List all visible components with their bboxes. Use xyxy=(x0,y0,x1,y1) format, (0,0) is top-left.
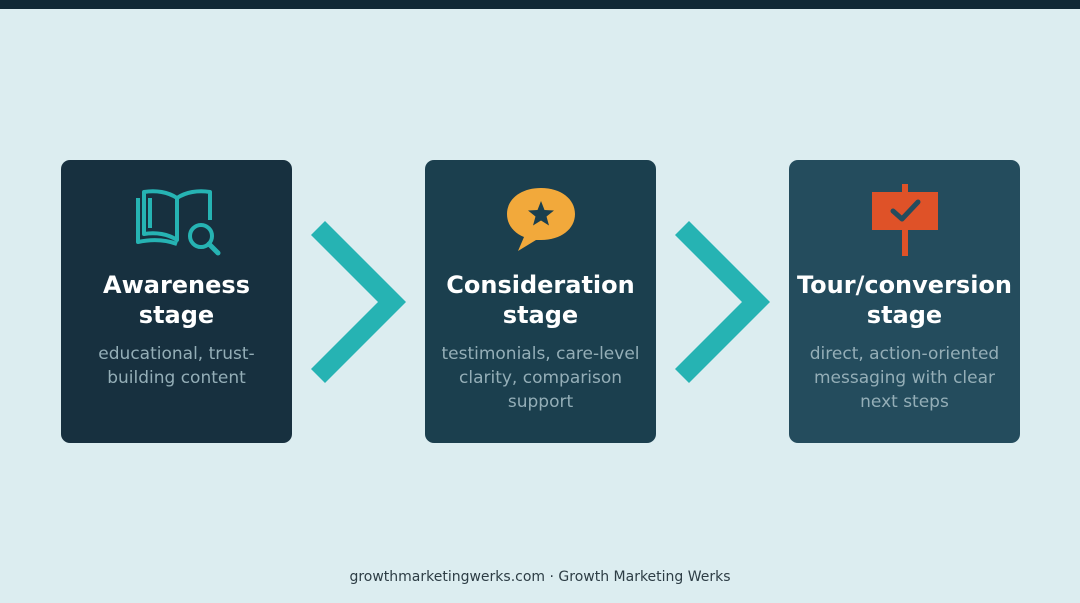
chevron-right-icon xyxy=(675,221,771,383)
stage-description: educational, trust-building content xyxy=(98,344,255,388)
stage-card-awareness: Awareness stage educational, trust-build… xyxy=(61,160,292,443)
book-search-icon xyxy=(132,184,222,258)
stage-title: Consideration stage xyxy=(446,271,635,329)
top-bar xyxy=(0,0,1080,9)
footer-credit: growthmarketingwerks.com · Growth Market… xyxy=(349,569,731,585)
stage-description: direct, action-oriented messaging with c… xyxy=(809,344,1000,412)
stage-description: testimonials, care-level clarity, compar… xyxy=(441,344,640,412)
speech-bubble-star-icon xyxy=(496,184,586,258)
stage-title: Tour/conversion stage xyxy=(796,271,1012,329)
chevron-right-icon xyxy=(311,221,407,383)
stage-title: Awareness stage xyxy=(103,271,250,329)
stage-card-tour-conversion: Tour/conversion stage direct, action-ori… xyxy=(789,160,1020,443)
stage-card-consideration: Consideration stage testimonials, care-l… xyxy=(425,160,656,443)
checkmark-sign-icon xyxy=(860,184,950,258)
